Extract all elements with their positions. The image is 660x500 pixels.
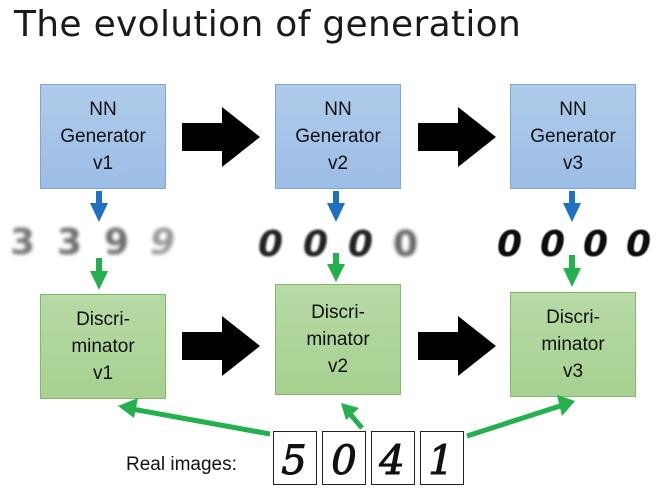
generated-digit: 3 [10, 222, 35, 263]
discriminator-box-v3-line2: minator [541, 334, 605, 355]
blue-arrow-v3 [563, 191, 581, 222]
generated-digit: 0 [258, 224, 283, 265]
green-arrow-real-to-disc-v3 [466, 395, 575, 439]
real-image-3: 4 [371, 431, 415, 485]
real-digit: 5 [281, 438, 306, 483]
discriminator-box-v1: Discri- minator v1 [40, 294, 166, 399]
generator-box-v3: NN Generator v3 [510, 84, 636, 189]
generator-box-v3-line2: Generator [530, 126, 616, 147]
discriminator-box-v2: Discri- minator v2 [275, 284, 401, 395]
generated-digit: 0 [303, 224, 328, 265]
real-digit-image: 4 [378, 438, 405, 485]
green-arrow-v2 [327, 253, 345, 282]
generator-box-v2-line1: NN [324, 99, 352, 120]
real-digit: 1 [428, 438, 453, 483]
discriminator-box-v3-line1: Discri- [546, 307, 600, 328]
black-arrow-gen-v1-v2 [182, 107, 260, 167]
discriminator-box-v3: Discri- minator v3 [510, 292, 636, 397]
generator-box-v2: NN Generator v2 [275, 84, 401, 189]
generated-digit: 0 [348, 224, 373, 265]
generator-box-v1-line1: NN [89, 99, 117, 120]
generated-samples-v2: 0 0 0 0 [258, 224, 418, 265]
generator-box-v2-line3: v2 [327, 153, 349, 174]
real-digit: 0 [331, 438, 356, 483]
generator-box-v3-line3: v3 [562, 153, 584, 174]
real-images-label: Real images: [126, 454, 237, 475]
green-arrow-v1 [90, 258, 108, 290]
green-arrow-v3 [563, 255, 581, 287]
generated-digit: 0 [540, 224, 565, 265]
generator-box-v1-line3: v1 [92, 153, 114, 174]
generated-digit: 0 [393, 224, 418, 265]
generated-digit: 3 [57, 222, 82, 263]
generated-digit: 0 [626, 224, 651, 265]
generator-box-v1: NN Generator v1 [40, 84, 166, 189]
blue-arrow-v2 [327, 191, 345, 222]
generated-digit: 9 [104, 222, 129, 263]
discriminator-box-v2-line3: v2 [327, 356, 349, 377]
generated-digit: 9 [150, 222, 175, 263]
green-arrow-real-to-disc-v1 [118, 398, 271, 437]
discriminator-box-v2-line2: minator [306, 329, 370, 350]
black-arrow-disc-v1-v2 [182, 316, 260, 376]
real-digit: 4 [378, 438, 404, 483]
green-arrow-real-to-disc-v2 [341, 403, 364, 430]
black-arrow-disc-v2-v3 [418, 316, 496, 376]
real-digit-image: 1 [428, 438, 454, 485]
real-digit-image: 0 [331, 438, 357, 485]
real-image-1: 5 [273, 431, 317, 485]
discriminator-box-v1-line1: Discri- [76, 309, 130, 330]
discriminator-box-v1-line2: minator [71, 336, 135, 357]
generator-box-v2-line2: Generator [295, 126, 381, 147]
generator-box-v1-line2: Generator [60, 126, 146, 147]
generated-samples-v3: 0 0 0 0 [497, 224, 651, 265]
black-arrow-gen-v2-v3 [418, 107, 496, 167]
discriminator-box-v2-line1: Discri- [311, 302, 365, 323]
generated-samples-v1: 3 3 9 9 [10, 222, 175, 263]
real-image-4: 1 [420, 431, 464, 485]
generator-box-v3-line1: NN [559, 99, 587, 120]
discriminator-box-v1-line3: v1 [92, 363, 114, 384]
slide-title: The evolution of generation [14, 4, 522, 45]
real-digit-image: 5 [281, 438, 307, 485]
generated-digit: 0 [497, 224, 522, 265]
blue-arrow-v1 [90, 191, 108, 222]
discriminator-box-v3-line3: v3 [562, 361, 584, 382]
real-image-2: 0 [322, 431, 366, 485]
generated-digit: 0 [583, 224, 608, 265]
